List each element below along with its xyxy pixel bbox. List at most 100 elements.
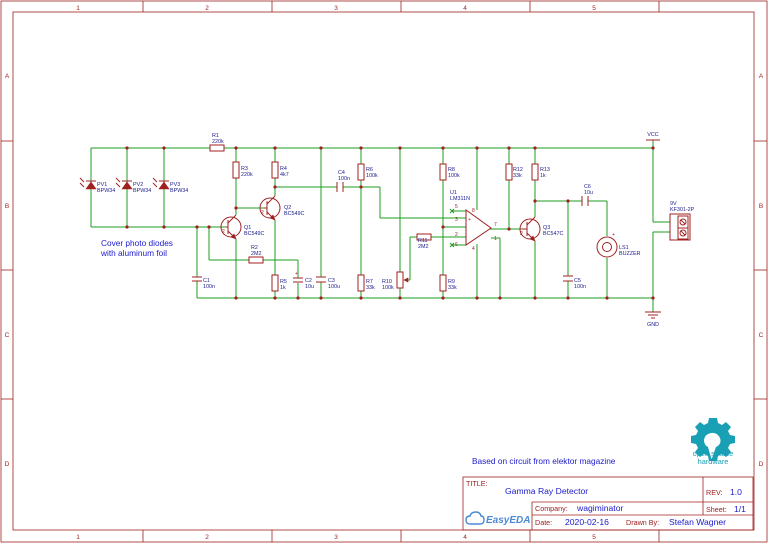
resistor-r9[interactable]: R9 33k: [439, 274, 457, 292]
transistor-q2[interactable]: 2 Q2 BC549C: [259, 195, 304, 221]
transistor-q3[interactable]: 2 Q3 BC547C: [519, 216, 563, 242]
company-value: wagiminator: [576, 503, 623, 513]
resistor-r5[interactable]: R5 1k: [271, 274, 287, 292]
q1-ref: Q1: [244, 225, 251, 231]
resistor-r8[interactable]: R8 100k: [439, 163, 460, 181]
resistor-r1[interactable]: R1 220k: [209, 133, 225, 152]
resistor-r3[interactable]: R3 220k: [232, 161, 253, 179]
col-4-top: 4: [463, 5, 467, 12]
potentiometer-r10[interactable]: R10 100k: [382, 271, 409, 291]
row-c-right: C: [759, 332, 764, 339]
pv1-ref: PV1: [97, 182, 107, 188]
r4-ref: R4: [280, 166, 287, 172]
u1-ref: U1: [450, 190, 457, 196]
photodiode-pv1[interactable]: PV1 BPW34: [79, 177, 115, 194]
c2-plus: +: [295, 271, 298, 277]
r8-value: 100k: [448, 173, 460, 179]
pv3-value: BPW34: [170, 188, 188, 194]
r7-value: 33k: [366, 285, 375, 291]
r10-value: 100k: [382, 285, 394, 291]
easyeda-text: EasyEDA: [486, 515, 530, 526]
capacitor-c2[interactable]: + C2 10u: [293, 271, 314, 290]
cover-note-line1: Cover photo diodes: [101, 238, 173, 248]
company-label: Company:: [535, 504, 568, 513]
resistor-r2[interactable]: R2 2M2: [248, 245, 264, 264]
q3-value: BC547C: [543, 231, 563, 237]
gnd-label: GND: [647, 322, 659, 328]
c4-value: 100n: [338, 176, 350, 182]
photodiode-pv2[interactable]: PV2 BPW34: [115, 177, 151, 194]
c2-value: 10u: [305, 284, 314, 290]
title-value: Gamma Ray Detector: [505, 486, 588, 496]
q3-ref: Q3: [543, 225, 550, 231]
col-2-top: 2: [205, 5, 209, 12]
buzzer-ls1[interactable]: + LS1 BUZZER: [596, 232, 641, 258]
sheet-label: Sheet:: [706, 505, 727, 514]
u1-pin-7: 7: [494, 222, 497, 228]
u1-pin-1: 1: [494, 236, 497, 242]
rev-label: REV:: [706, 488, 723, 497]
c3-ref: C3: [328, 278, 335, 284]
resistor-r6[interactable]: R6 100k: [357, 163, 378, 181]
row-b-left: B: [5, 203, 9, 210]
c5-ref: C5: [574, 278, 581, 284]
q2-ref: Q2: [284, 205, 291, 211]
comparator-u1[interactable]: + U1 LM311N 5 3 2 6 8 4 7 1: [449, 190, 497, 252]
c6-ref: C6: [584, 184, 591, 190]
title-block: TITLE: Gamma Ray Detector REV: 1.0 Compa…: [462, 476, 754, 531]
r8-ref: R8: [448, 167, 455, 173]
oshw-line2: hardware: [698, 457, 729, 466]
connector-9v[interactable]: 9V KF301-2P: [669, 201, 695, 241]
r3-ref: R3: [241, 166, 248, 172]
source-note: Based on circuit from elektor magazine: [472, 456, 616, 466]
r11-value: 2M2: [418, 244, 429, 250]
r13-value: 1k: [540, 173, 546, 179]
date-label: Date:: [535, 518, 552, 527]
easyeda-logo: EasyEDA: [465, 511, 530, 526]
cover-note-line2: with aluminum foil: [100, 248, 167, 258]
r9-ref: R9: [448, 279, 455, 285]
capacitor-c3[interactable]: C3 100u: [316, 276, 340, 290]
resistor-r7[interactable]: R7 33k: [357, 274, 375, 292]
u1-nc-6: [449, 242, 455, 248]
col-1-bottom: 1: [76, 534, 80, 541]
r2-value: 2M2: [251, 251, 262, 257]
transistor-q1[interactable]: 2 Q1 BC549C: [220, 214, 264, 240]
c1-value: 100n: [203, 284, 215, 290]
conn-ref: 9V: [670, 201, 677, 207]
row-a-right: A: [759, 73, 764, 80]
open-source-hardware-logo: open source hardware: [691, 418, 735, 466]
photodiode-pv3[interactable]: PV3 BPW34: [152, 177, 188, 194]
r6-value: 100k: [366, 173, 378, 179]
resistor-r4[interactable]: R4 4k7: [271, 161, 289, 179]
ls1-value: BUZZER: [619, 251, 641, 257]
vcc-label: VCC: [647, 132, 658, 138]
u1-pin-3: 3: [455, 217, 458, 223]
r12-value: 33k: [513, 173, 522, 179]
drawn-by-label: Drawn By:: [626, 518, 659, 527]
rev-value: 1.0: [730, 487, 742, 497]
cloud-icon: [465, 511, 485, 525]
conn-value: KF301-2P: [670, 207, 695, 213]
capacitor-c4[interactable]: C4 100n: [336, 170, 350, 192]
row-b-right: B: [759, 203, 763, 210]
resistor-r11[interactable]: R11 2M2: [416, 233, 432, 250]
col-3-bottom: 3: [334, 534, 338, 541]
c3-value: 100u: [328, 284, 340, 290]
r1-value: 220k: [212, 139, 224, 145]
drawn-by-value: Stefan Wagner: [669, 517, 726, 527]
resistor-r13[interactable]: R13 1k: [531, 163, 550, 181]
c6-value: 10u: [584, 190, 593, 196]
capacitor-c5[interactable]: C5 100n: [563, 275, 586, 290]
r4-value: 4k7: [280, 172, 289, 178]
capacitor-c1[interactable]: C1 100n: [192, 276, 215, 290]
row-d-left: D: [5, 461, 10, 468]
r5-ref: R5: [280, 279, 287, 285]
capacitor-c6[interactable]: C6 10u: [581, 184, 593, 206]
resistor-r12[interactable]: R12 33k: [505, 163, 523, 181]
row-c-left: C: [5, 332, 10, 339]
row-d-right: D: [759, 461, 764, 468]
r3-value: 220k: [241, 172, 253, 178]
col-3-top: 3: [334, 5, 338, 12]
